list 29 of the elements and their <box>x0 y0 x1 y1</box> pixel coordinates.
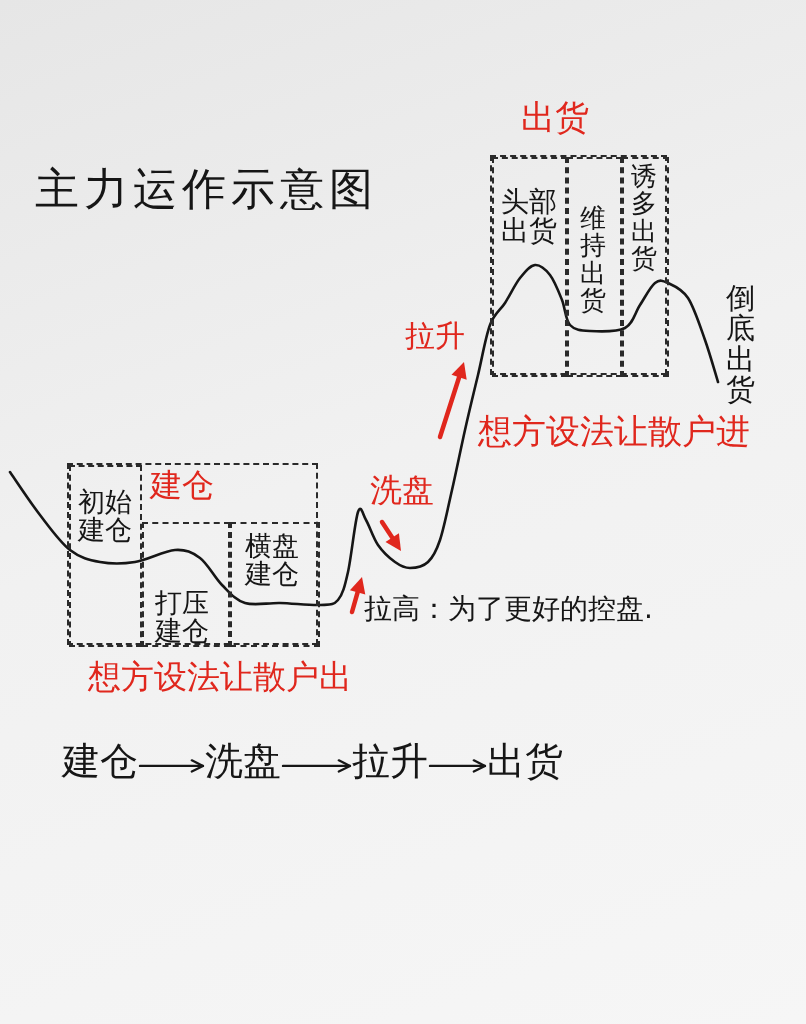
stage-box <box>69 465 142 647</box>
title: 主力运作示意图 <box>35 166 378 213</box>
box-heading: 出货 <box>521 100 590 136</box>
stage-box <box>622 157 669 377</box>
stage-label: 初始建仓 <box>78 488 133 545</box>
stage-label: 维持出货 <box>580 205 607 315</box>
stage-label: 头部出货 <box>501 187 558 246</box>
note-text: 拉高：为了更好的控盘. <box>364 594 654 624</box>
arrow <box>281 759 352 773</box>
note-text: 想方设法让散户出 <box>88 660 353 695</box>
arrow <box>428 759 487 773</box>
stage-box <box>230 522 320 647</box>
stage-box <box>567 157 622 377</box>
arrow <box>138 759 205 773</box>
stage-label: 诱多出货 <box>631 163 658 273</box>
phase-label: 洗盘 <box>370 474 435 508</box>
box-heading: 建仓 <box>150 469 215 503</box>
phase-label: 拉升 <box>405 320 466 352</box>
stage-label: 打压建仓 <box>155 589 210 646</box>
stage-label: 横盘建仓 <box>245 532 300 589</box>
stage-label: 倒底出货 <box>726 283 756 405</box>
stage-box <box>492 157 567 377</box>
phase-label: 拉升 <box>352 742 428 782</box>
phase-label: 建仓 <box>62 742 138 782</box>
phase-box <box>67 463 318 645</box>
stage-box <box>142 522 230 647</box>
phase-label: 洗盘 <box>205 742 281 782</box>
phase-label: 出货 <box>487 742 563 782</box>
note-text: 想方设法让散户进 <box>478 414 751 450</box>
